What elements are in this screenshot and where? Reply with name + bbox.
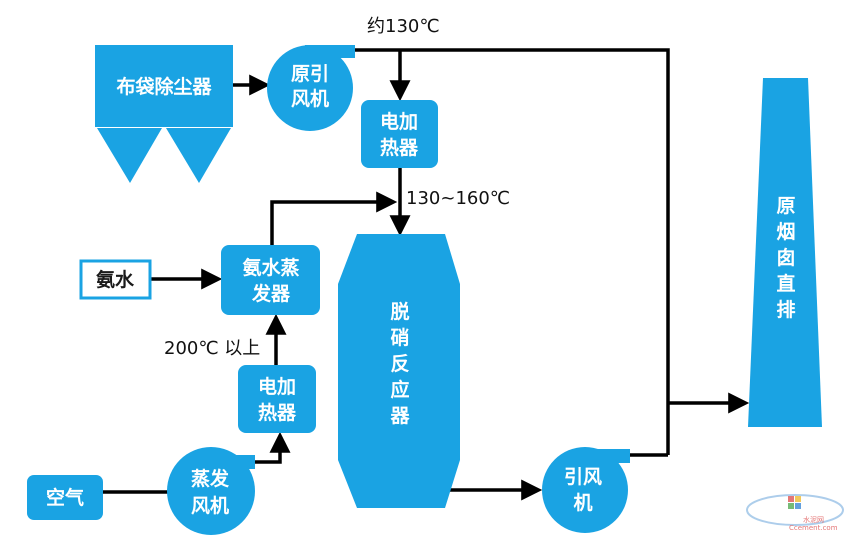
air-source-label: 空气	[46, 486, 84, 509]
heater-top-label-2: 热器	[380, 136, 419, 159]
orig-fan-label-1: 原引	[291, 63, 329, 85]
reactor-label-2: 硝	[390, 327, 409, 349]
line-evap-to-main	[270, 191, 398, 245]
heater-bottom-label-2: 热器	[258, 401, 297, 424]
induced-fan-outlet	[585, 449, 630, 463]
chimney-label-4: 直	[776, 272, 795, 295]
line-fan-bypass	[355, 48, 670, 455]
bag-filter: 布袋除尘器	[95, 45, 233, 183]
chimney-label-5: 排	[776, 298, 795, 321]
heater-bottom-box	[238, 365, 316, 433]
watermark-logo-red	[788, 496, 794, 502]
ammonia-source: 氨水	[79, 259, 152, 300]
evaporation-fan-label-1: 蒸发	[191, 467, 230, 490]
ammonia-evaporator-box	[221, 245, 320, 315]
chimney-label-3: 囱	[776, 246, 795, 269]
heater-top-box	[361, 100, 438, 168]
reactor-label-4: 应	[390, 378, 409, 401]
bag-filter-hopper-left	[97, 128, 162, 183]
induced-fan-circle	[542, 447, 628, 533]
watermark: 水泥网 Ccement.com	[746, 494, 844, 532]
denitration-reactor: 脱 硝 反 应 器	[338, 234, 460, 508]
flow-lines	[103, 48, 750, 501]
induced-fan: 引风 机	[542, 447, 630, 533]
induced-fan-label-1: 引风	[564, 466, 602, 488]
temp-annotation-top: 约130℃	[367, 16, 440, 37]
bag-filter-hopper-right	[166, 128, 231, 183]
bag-filter-body	[95, 45, 233, 127]
heater-bottom-label-1: 电加	[258, 375, 296, 398]
heater-top-label-1: 电加	[380, 110, 418, 133]
evaporation-fan: 蒸发 风机	[167, 447, 255, 535]
watermark-logo-swoosh	[746, 494, 844, 526]
ammonia-evaporator-label-2: 发器	[251, 282, 291, 305]
ammonia-source-box	[79, 259, 152, 300]
reactor-label-3: 反	[390, 353, 409, 375]
orig-fan-outlet	[305, 45, 355, 58]
temp-annotation-evap: 200℃ 以上	[164, 338, 260, 359]
temp-annotation-mid: 130~160℃	[406, 188, 510, 209]
watermark-logo-yellow	[795, 496, 801, 502]
orig-fan: 原引 风机	[267, 45, 355, 131]
reactor-label-5: 器	[389, 405, 410, 427]
ammonia-source-label: 氨水	[96, 268, 135, 291]
chimney-label-2: 烟	[776, 220, 795, 243]
line-fan-to-heater	[252, 431, 291, 464]
denitration-reactor-body	[338, 234, 460, 508]
air-source: 空气	[27, 475, 103, 520]
orig-fan-circle	[267, 45, 353, 131]
ammonia-evaporator-label-1: 氨水蒸	[242, 256, 299, 279]
chimney-label-1: 原	[776, 195, 795, 217]
chimney: 原 烟 囱 直 排	[748, 78, 822, 427]
watermark-logo-green	[788, 503, 794, 509]
watermark-logo-blue	[795, 503, 801, 509]
reactor-label-1: 脱	[390, 300, 409, 323]
watermark-site: Ccement.com	[789, 524, 838, 532]
chimney-body	[748, 78, 822, 427]
ammonia-evaporator: 氨水蒸 发器	[221, 245, 320, 315]
air-source-box	[27, 475, 103, 520]
evaporation-fan-label-2: 风机	[191, 495, 229, 517]
watermark-brand: 水泥网	[803, 515, 824, 524]
evaporation-fan-outlet	[211, 455, 255, 469]
orig-fan-label-2: 风机	[291, 88, 329, 110]
induced-fan-label-2: 机	[573, 492, 592, 514]
heater-bottom: 电加 热器	[238, 365, 316, 433]
bag-filter-label: 布袋除尘器	[116, 75, 212, 98]
heater-top: 电加 热器	[361, 100, 438, 168]
